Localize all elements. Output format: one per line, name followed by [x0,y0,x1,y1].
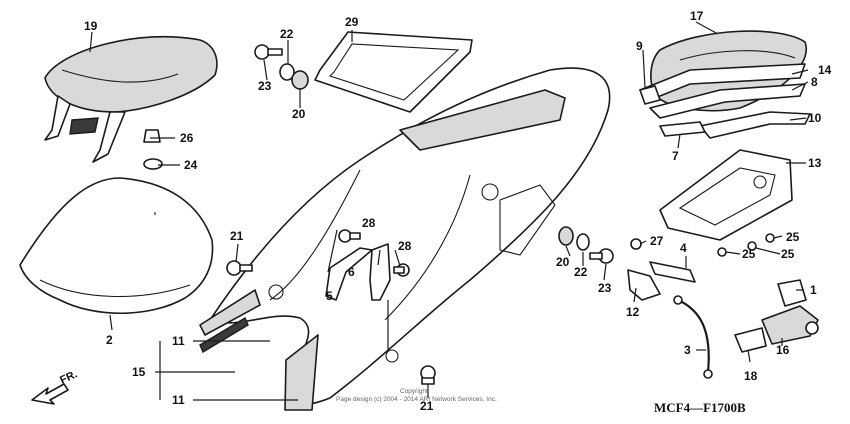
seal-8[interactable] [649,83,806,119]
callout-23b: 23 [598,281,612,295]
holder-18[interactable] [734,327,767,353]
collar-22a[interactable] [279,63,295,81]
seal-10[interactable] [699,111,811,139]
fasteners [143,44,775,385]
callout-18: 18 [744,369,758,383]
callout-26: 26 [180,131,194,145]
callout-7: 7 [672,149,679,163]
grommet-20a[interactable] [291,70,309,90]
leader-lines [89,21,809,401]
callout-13: 13 [808,156,822,170]
copyright-line-2: Page design (c) 2004 - 2014 ARI Network … [336,396,497,403]
callout-14: 14 [818,63,832,77]
callout-10: 10 [808,111,822,125]
bolt-23b[interactable] [589,248,614,264]
seal-29[interactable] [314,31,473,113]
callout-27: 27 [650,234,664,248]
callout-21a: 21 [230,229,244,243]
diagram-code: MCF4—F1700B [654,400,746,415]
callout-24: 24 [184,158,198,172]
bolt-28a[interactable] [338,229,361,243]
callout-21b: 21 [420,399,434,413]
bracket-4[interactable] [649,261,696,283]
bolt-23a[interactable] [254,44,283,60]
seat-lock-16[interactable] [761,305,819,345]
stay-5[interactable] [325,247,373,301]
callout-5: 5 [326,289,333,303]
callout-25c: 25 [781,247,795,261]
stay-6[interactable] [369,243,391,301]
screw-21a[interactable] [226,260,253,276]
passenger-seat-19[interactable] [44,35,218,163]
seal-9[interactable] [639,85,661,105]
bolt-26[interactable] [143,129,161,143]
nut-24[interactable] [143,158,163,170]
callout-1: 1 [810,283,817,297]
callout-9: 9 [636,39,643,53]
callout-25b: 25 [742,247,756,261]
callout-11b: 11 [172,393,185,407]
callout-17: 17 [690,9,704,23]
callout-8: 8 [811,75,818,89]
callout-29: 29 [345,15,359,29]
cable-3[interactable] [673,295,713,379]
callout-16: 16 [776,343,790,357]
clip-1[interactable] [777,279,807,307]
callout-22a: 22 [280,27,294,41]
callout-4: 4 [680,241,687,255]
collar-22b[interactable] [576,233,590,251]
rider-seat-2[interactable] [19,177,214,315]
callout-3: 3 [684,343,691,357]
callout-25a: 25 [786,230,800,244]
callout-28a: 28 [362,216,376,230]
screw-25c[interactable] [747,241,757,251]
callout-20b: 20 [556,255,570,269]
callout-19: 19 [84,19,98,33]
screw-25a[interactable] [765,233,775,243]
callout-11a: 11 [172,334,185,348]
seal-7[interactable] [659,121,706,137]
direction-label: FR. [58,368,79,386]
callout-28b: 28 [398,239,412,253]
screw-25b[interactable] [717,247,727,257]
bracket-12[interactable] [627,269,661,301]
screw-21b[interactable] [420,365,436,385]
screw-27[interactable] [630,238,642,250]
callout-2: 2 [106,333,113,347]
front-direction-arrow: FR. [31,368,79,405]
callout-20a: 20 [292,107,306,121]
bolt-28b[interactable] [393,263,410,277]
callout-6: 6 [348,265,355,279]
callout-23a: 23 [258,79,272,93]
callout-22b: 22 [574,265,588,279]
callout-12: 12 [626,305,640,319]
callout-15: 15 [132,365,146,379]
tray-13[interactable] [659,149,793,241]
callouts: 1 2 3 4 5 6 7 8 9 10 11 11 12 13 14 15 1… [84,9,832,413]
copyright-line-1: Copyright [400,388,428,395]
grommet-20b[interactable] [558,226,574,246]
rear-cowl[interactable] [199,67,611,411]
